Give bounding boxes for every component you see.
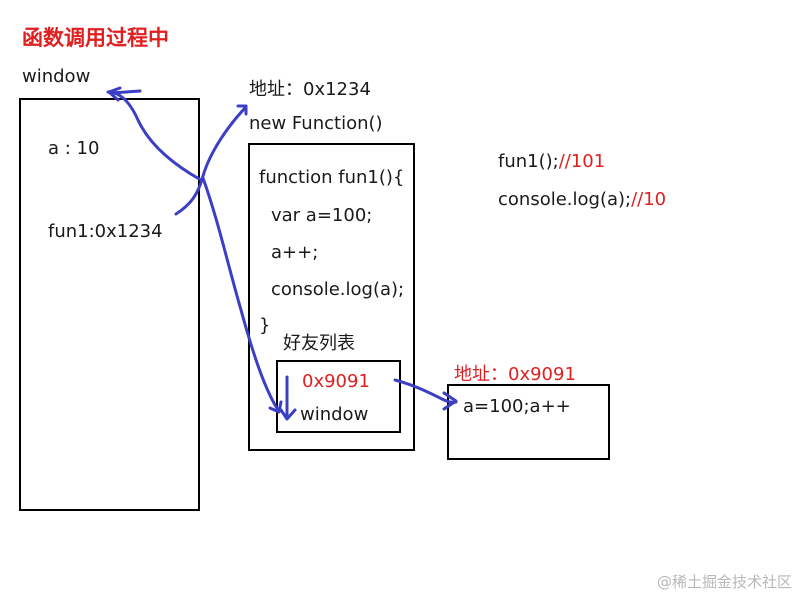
arrowhead-tail [109, 89, 142, 95]
call-code: fun1(); [498, 151, 559, 172]
activation-address-label: 地址：0x9091 [454, 364, 576, 385]
window-label: window [22, 66, 91, 87]
var-a-entry: a : 10 [48, 138, 100, 159]
watermark: @稀土掘金技术社区 [656, 573, 792, 591]
call-code: console.log(a); [498, 189, 632, 210]
window-scope-box: a : 10 fun1:0x1234 [19, 98, 200, 511]
code-line: } [259, 315, 271, 336]
friend-entry-window: window [300, 404, 369, 425]
activation-object-box: a=100;a++ [447, 384, 610, 460]
call-line-fun1: fun1();//101 [498, 151, 605, 172]
friend-entry-0x9091: 0x9091 [302, 371, 370, 392]
function-constructor-label: new Function() [249, 113, 383, 134]
code-line: a++; [271, 242, 319, 263]
diagram-title: 函数调用过程中 [22, 26, 169, 50]
call-comment: //10 [631, 189, 667, 210]
arrowhead [236, 104, 248, 116]
activation-content: a=100;a++ [463, 396, 571, 417]
code-line: var a=100; [271, 205, 373, 226]
code-line: function fun1(){ [259, 167, 405, 188]
friends-list-label: 好友列表 [283, 333, 355, 354]
code-line: console.log(a); [271, 279, 405, 300]
var-fun1-entry: fun1:0x1234 [48, 221, 163, 242]
function-address-label: 地址：0x1234 [249, 79, 371, 100]
call-comment: //101 [558, 151, 606, 172]
call-line-console-log: console.log(a);//10 [498, 189, 666, 210]
